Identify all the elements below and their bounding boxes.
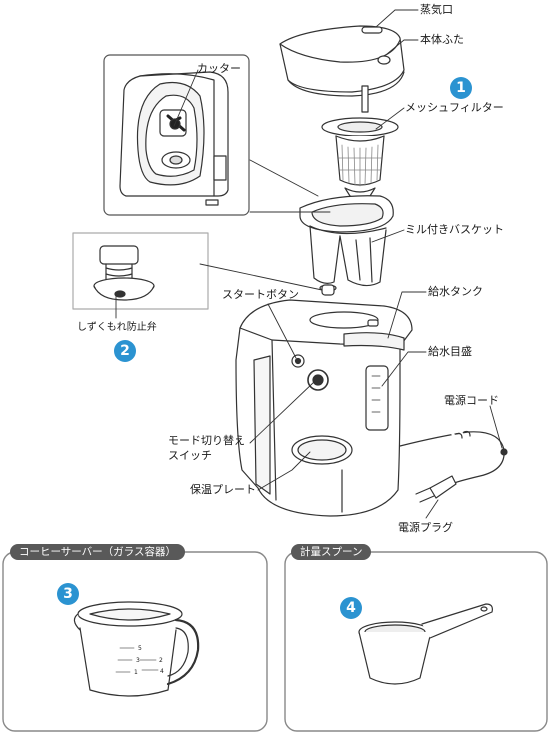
label-power-plug: 電源プラグ — [398, 521, 453, 534]
badge-3: 3 — [57, 583, 79, 605]
mesh-filter-part — [321, 117, 399, 199]
label-drip-valve: しずくもれ防止弁 — [77, 322, 157, 333]
label-water-gauge: 給水目盛 — [428, 345, 472, 358]
panel-title-spoon: 計量スプーン — [291, 544, 372, 560]
spoon-part — [358, 603, 493, 685]
carafe-part — [73, 601, 200, 697]
label-cutter: カッター — [197, 62, 241, 75]
carafe-mark: 2 — [159, 657, 163, 664]
main-body-part — [235, 299, 413, 517]
drip-valve-detail-box — [72, 232, 209, 310]
carafe-mark: 4 — [160, 668, 164, 675]
carafe-mark: 3 — [136, 657, 140, 664]
badge-4: 4 — [340, 597, 362, 619]
label-power-cord: 電源コード — [444, 394, 499, 407]
label-mill-basket: ミル付きバスケット — [405, 223, 504, 236]
mill-basket-part — [299, 195, 394, 296]
badge-2: 2 — [114, 340, 136, 362]
lid-part — [279, 25, 405, 113]
leader-lines — [115, 9, 503, 519]
power-cord-part — [399, 428, 508, 503]
label-mesh-filter: メッシュフィルター — [405, 101, 504, 114]
label-water-tank: 給水タンク — [428, 285, 483, 298]
badge-1: 1 — [450, 77, 472, 99]
panel-title-server: コーヒーサーバー（ガラス容器） — [10, 544, 185, 560]
label-lid: 本体ふた — [420, 33, 464, 46]
carafe-mark: 5 — [138, 645, 142, 652]
label-mode-switch: モード切り替え スイッチ — [168, 434, 245, 462]
carafe-mark: 1 — [134, 669, 138, 676]
cutter-detail-box — [103, 54, 250, 216]
label-steam-port: 蒸気口 — [420, 3, 453, 16]
label-warming-plate: 保温プレート — [190, 483, 256, 496]
label-start-button: スタートボタン — [222, 288, 299, 301]
